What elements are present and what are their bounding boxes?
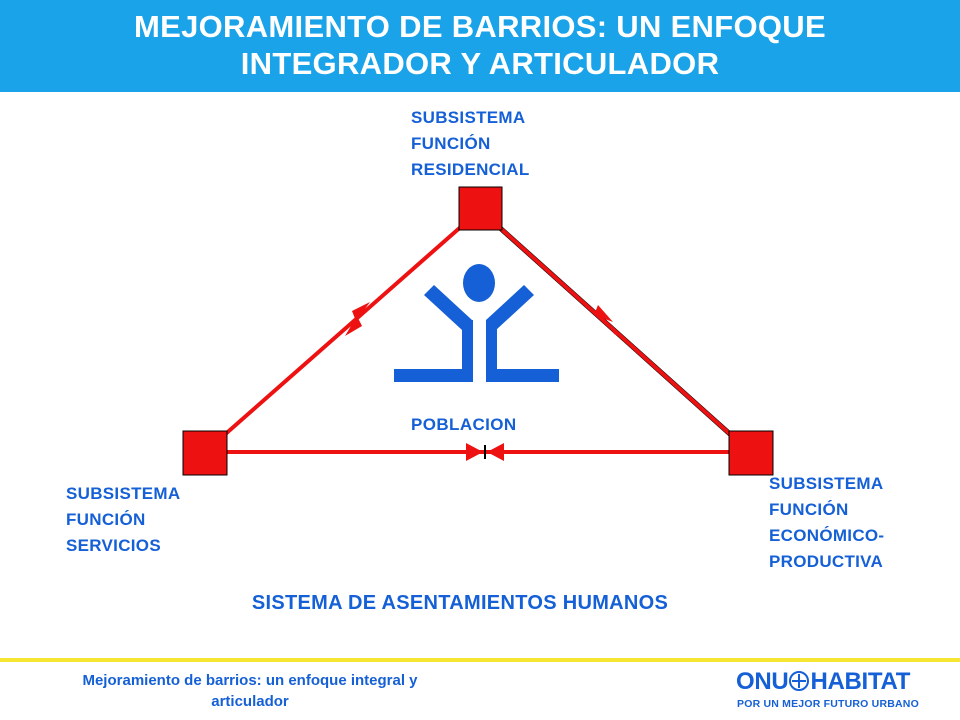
footer-divider — [0, 658, 960, 662]
logo-habitat: HABITAT — [810, 668, 911, 695]
arrowhead-right-lower — [608, 322, 625, 339]
logo-onu: ONU — [736, 668, 789, 695]
title-line-1: MEJORAMIENTO DE BARRIOS: UN ENFOQUE — [134, 9, 826, 44]
node-economico — [728, 430, 774, 476]
label-line: SUBSISTEMA — [769, 474, 884, 493]
onu-habitat-logo: ONU HABITAT POR UN MEJOR FUTURO URBANO — [736, 668, 926, 716]
arrowhead-right-upper — [594, 305, 613, 322]
logo-wordmark: ONU HABITAT — [736, 668, 910, 696]
label-line: PRODUCTIVA — [769, 552, 884, 571]
node-servicios — [182, 430, 228, 476]
node-residencial — [458, 186, 503, 231]
label-line: FUNCIÓN — [411, 134, 491, 153]
label-subsistema-servicios: SUBSISTEMA FUNCIÓN SERVICIOS — [66, 481, 180, 559]
label-line: RESIDENCIAL — [411, 160, 530, 179]
label-subsistema-residencial: SUBSISTEMA FUNCIÓN RESIDENCIAL — [411, 105, 530, 183]
un-globe-icon — [789, 671, 810, 691]
logo-tagline: POR UN MEJOR FUTURO URBANO — [737, 698, 919, 710]
label-line: SUBSISTEMA — [66, 484, 181, 503]
label-line: FUNCIÓN — [769, 500, 849, 519]
label-line: SERVICIOS — [66, 536, 161, 555]
label-subsistema-economico: SUBSISTEMA FUNCIÓN ECONÓMICO- PRODUCTIVA — [769, 471, 884, 575]
person-arms-raised-icon — [394, 264, 559, 382]
footer-caption-line-1: Mejoramiento de barrios: un enfoque inte… — [82, 672, 418, 689]
footer-caption: Mejoramiento de barrios: un enfoque inte… — [30, 670, 470, 712]
arrowhead-left-upper — [352, 302, 370, 321]
footer-caption-line-2: articulador — [211, 693, 289, 710]
label-line: FUNCIÓN — [66, 510, 146, 529]
arrowhead-bottom-right — [487, 443, 504, 461]
label-line: ECONÓMICO- — [769, 526, 885, 545]
edge-residencial-servicios — [203, 208, 482, 454]
system-label: SISTEMA DE ASENTAMIENTOS HUMANOS — [251, 592, 669, 614]
arrowhead-left-lower — [345, 316, 362, 336]
slide-header: MEJORAMIENTO DE BARRIOS: UN ENFOQUE INTE… — [0, 0, 960, 92]
arrowhead-bottom-left — [466, 443, 483, 461]
label-line: SUBSISTEMA — [411, 108, 526, 127]
center-label-poblacion: POBLACION — [411, 415, 517, 434]
title-line-2: INTEGRADOR Y ARTICULADOR — [240, 46, 720, 81]
